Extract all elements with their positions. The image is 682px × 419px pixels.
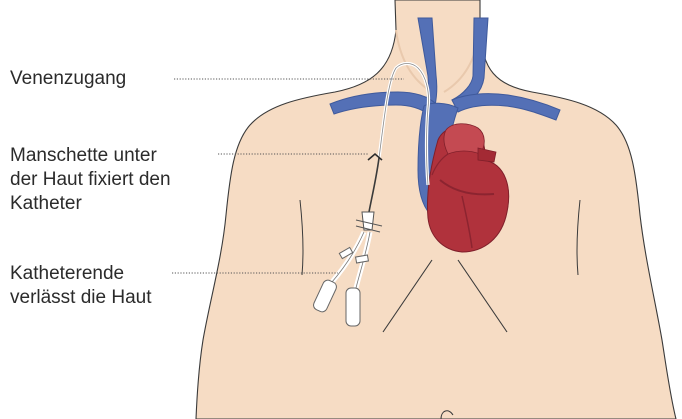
connector-right — [346, 288, 360, 326]
label-venous-access: Venenzugang — [10, 67, 126, 91]
label-cuff-line-3: Katheter — [10, 192, 171, 216]
label-catheter-end-line-1: Katheterende — [10, 262, 152, 286]
catheter-hub — [362, 212, 374, 230]
label-venous-access-text: Venenzugang — [10, 67, 126, 91]
label-catheter-end: Katheterende verlässt die Haut — [10, 262, 152, 310]
label-cuff: Manschette unter der Haut fixiert den Ka… — [10, 144, 171, 216]
label-cuff-line-1: Manschette unter — [10, 144, 171, 168]
label-catheter-end-line-2: verlässt die Haut — [10, 286, 152, 310]
label-cuff-line-2: der Haut fixiert den — [10, 168, 171, 192]
